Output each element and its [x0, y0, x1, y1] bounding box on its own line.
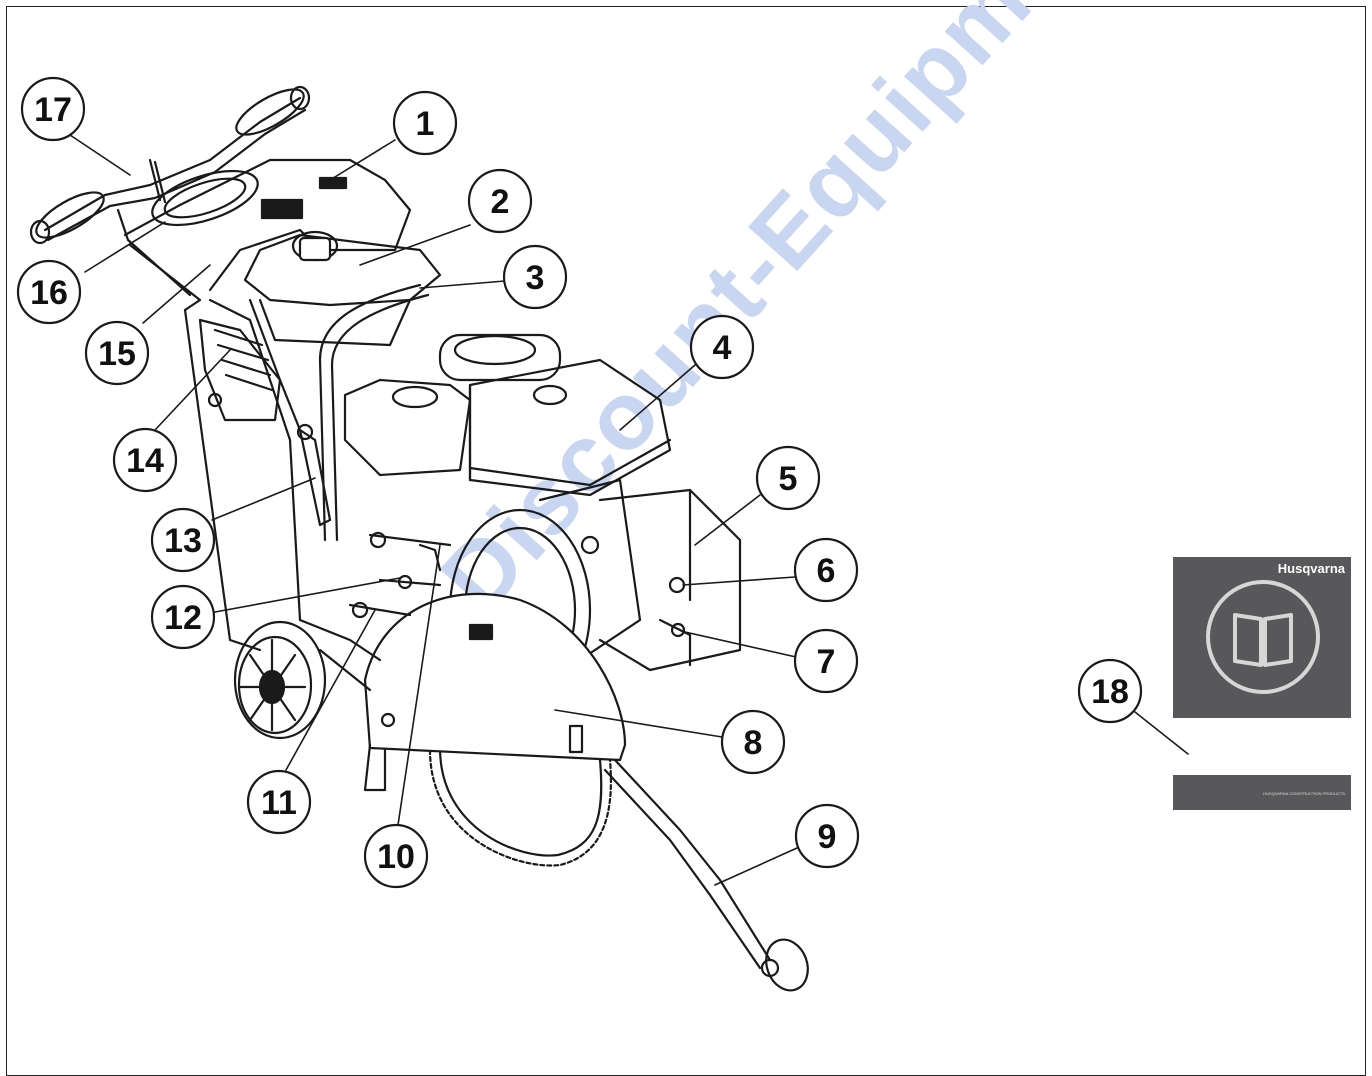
callout-3: 3	[502, 244, 568, 310]
belt-guard	[598, 488, 742, 672]
svg-text:15: 15	[98, 335, 136, 373]
svg-text:9: 9	[818, 818, 837, 856]
engine	[343, 333, 672, 712]
svg-text:13: 13	[164, 522, 202, 560]
svg-text:3: 3	[526, 259, 545, 297]
callout-8: 8	[720, 709, 786, 775]
svg-text:11: 11	[261, 784, 297, 822]
depth-scale	[198, 318, 282, 422]
husqvarna-logo: Husqvarna	[1277, 561, 1345, 576]
rear-wheel	[233, 620, 327, 740]
callout-13: 13	[150, 507, 216, 573]
callout-5: 5	[755, 445, 821, 511]
depth-control-wheel	[151, 169, 259, 227]
manual-footer-text: HUSQVARNA CONSTRUCTION PRODUCTS	[1263, 791, 1345, 796]
callout-9: 9	[794, 803, 860, 869]
svg-text:4: 4	[713, 329, 732, 367]
svg-text:12: 12	[164, 599, 202, 637]
svg-text:14: 14	[126, 442, 164, 480]
blade-guard	[363, 592, 627, 792]
svg-text:2: 2	[491, 183, 510, 221]
callout-14: 14	[112, 427, 178, 493]
bottom-frame	[298, 531, 452, 692]
callout-17: 17	[20, 76, 86, 142]
callout-6: 6	[793, 537, 859, 603]
callout-18: 18	[1077, 658, 1143, 724]
throttle-lever	[296, 423, 332, 527]
svg-text:8: 8	[744, 724, 763, 762]
callouts: 1 2 3 4 5 6 7 8 9 10 11 12 13 14 15 16 1…	[16, 76, 1143, 889]
callout-11: 11	[246, 769, 312, 835]
leader-lines	[69, 134, 1189, 886]
blade	[428, 746, 612, 867]
operator-manual-spine: HUSQVARNA CONSTRUCTION PRODUCTS	[1173, 775, 1351, 810]
callout-7: 7	[793, 628, 859, 694]
frame-body	[123, 158, 412, 652]
water-hose	[318, 283, 430, 542]
water-tank	[243, 230, 442, 347]
open-book-icon	[1206, 580, 1320, 694]
svg-text:1: 1	[416, 105, 435, 143]
callout-16: 16	[16, 259, 82, 325]
svg-text:16: 16	[30, 274, 68, 312]
svg-text:17: 17	[34, 91, 72, 129]
svg-text:5: 5	[779, 460, 798, 498]
svg-text:10: 10	[377, 838, 415, 876]
svg-text:18: 18	[1091, 673, 1129, 711]
callout-1: 1	[392, 90, 458, 156]
callout-15: 15	[84, 320, 150, 386]
handle-bar	[29, 85, 311, 297]
belt-tensioners	[658, 576, 692, 667]
callout-4: 4	[689, 314, 755, 380]
operator-manual-cover: Husqvarna	[1173, 557, 1351, 718]
callout-10: 10	[363, 823, 429, 889]
callout-12: 12	[150, 584, 216, 650]
callout-2: 2	[467, 168, 533, 234]
guide-arm	[603, 758, 809, 992]
svg-text:7: 7	[817, 643, 836, 681]
svg-text:6: 6	[817, 552, 836, 590]
